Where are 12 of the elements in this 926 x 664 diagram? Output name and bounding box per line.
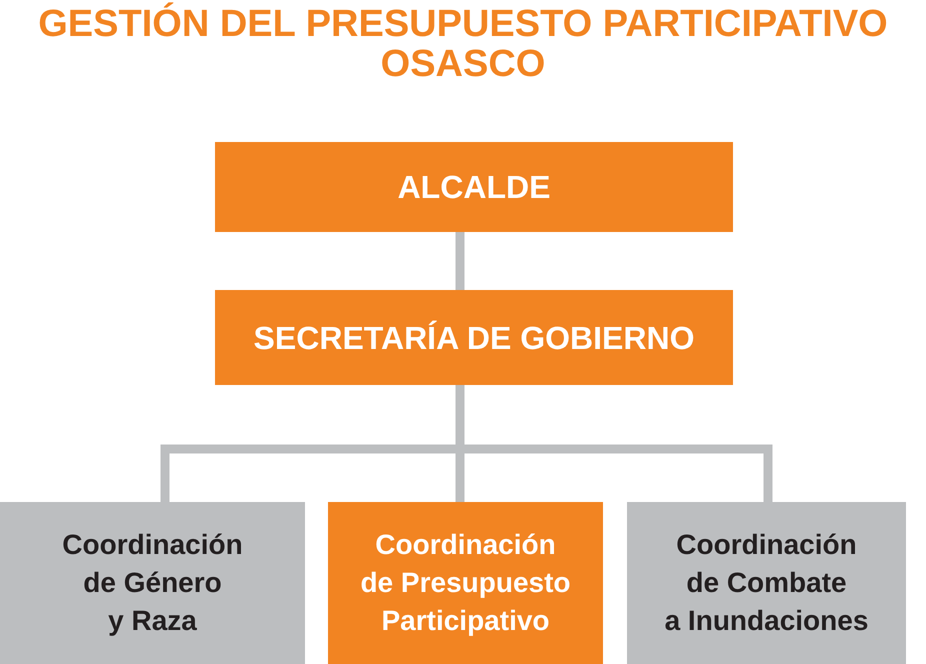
box-label: Coordinación de Género y Raza (61, 528, 244, 638)
box-label: Coordinación de Presupuesto Participativo (359, 528, 572, 638)
box-label: Coordinación de Combate a Inundaciones (664, 528, 870, 638)
diagram-title: GESTIÓN DEL PRESUPUESTO PARTICIPATIVO OSASCO (37, 4, 889, 84)
org-chart-box (328, 502, 603, 664)
org-chart-box (215, 290, 733, 385)
box-label: SECRETARÍA DE GOBIERNO (254, 318, 694, 356)
org-chart-box (627, 502, 906, 664)
connector-line (456, 232, 464, 290)
box-label: ALCALDE (398, 168, 550, 206)
org-chart-box (0, 502, 305, 664)
org-chart-box (215, 142, 733, 232)
